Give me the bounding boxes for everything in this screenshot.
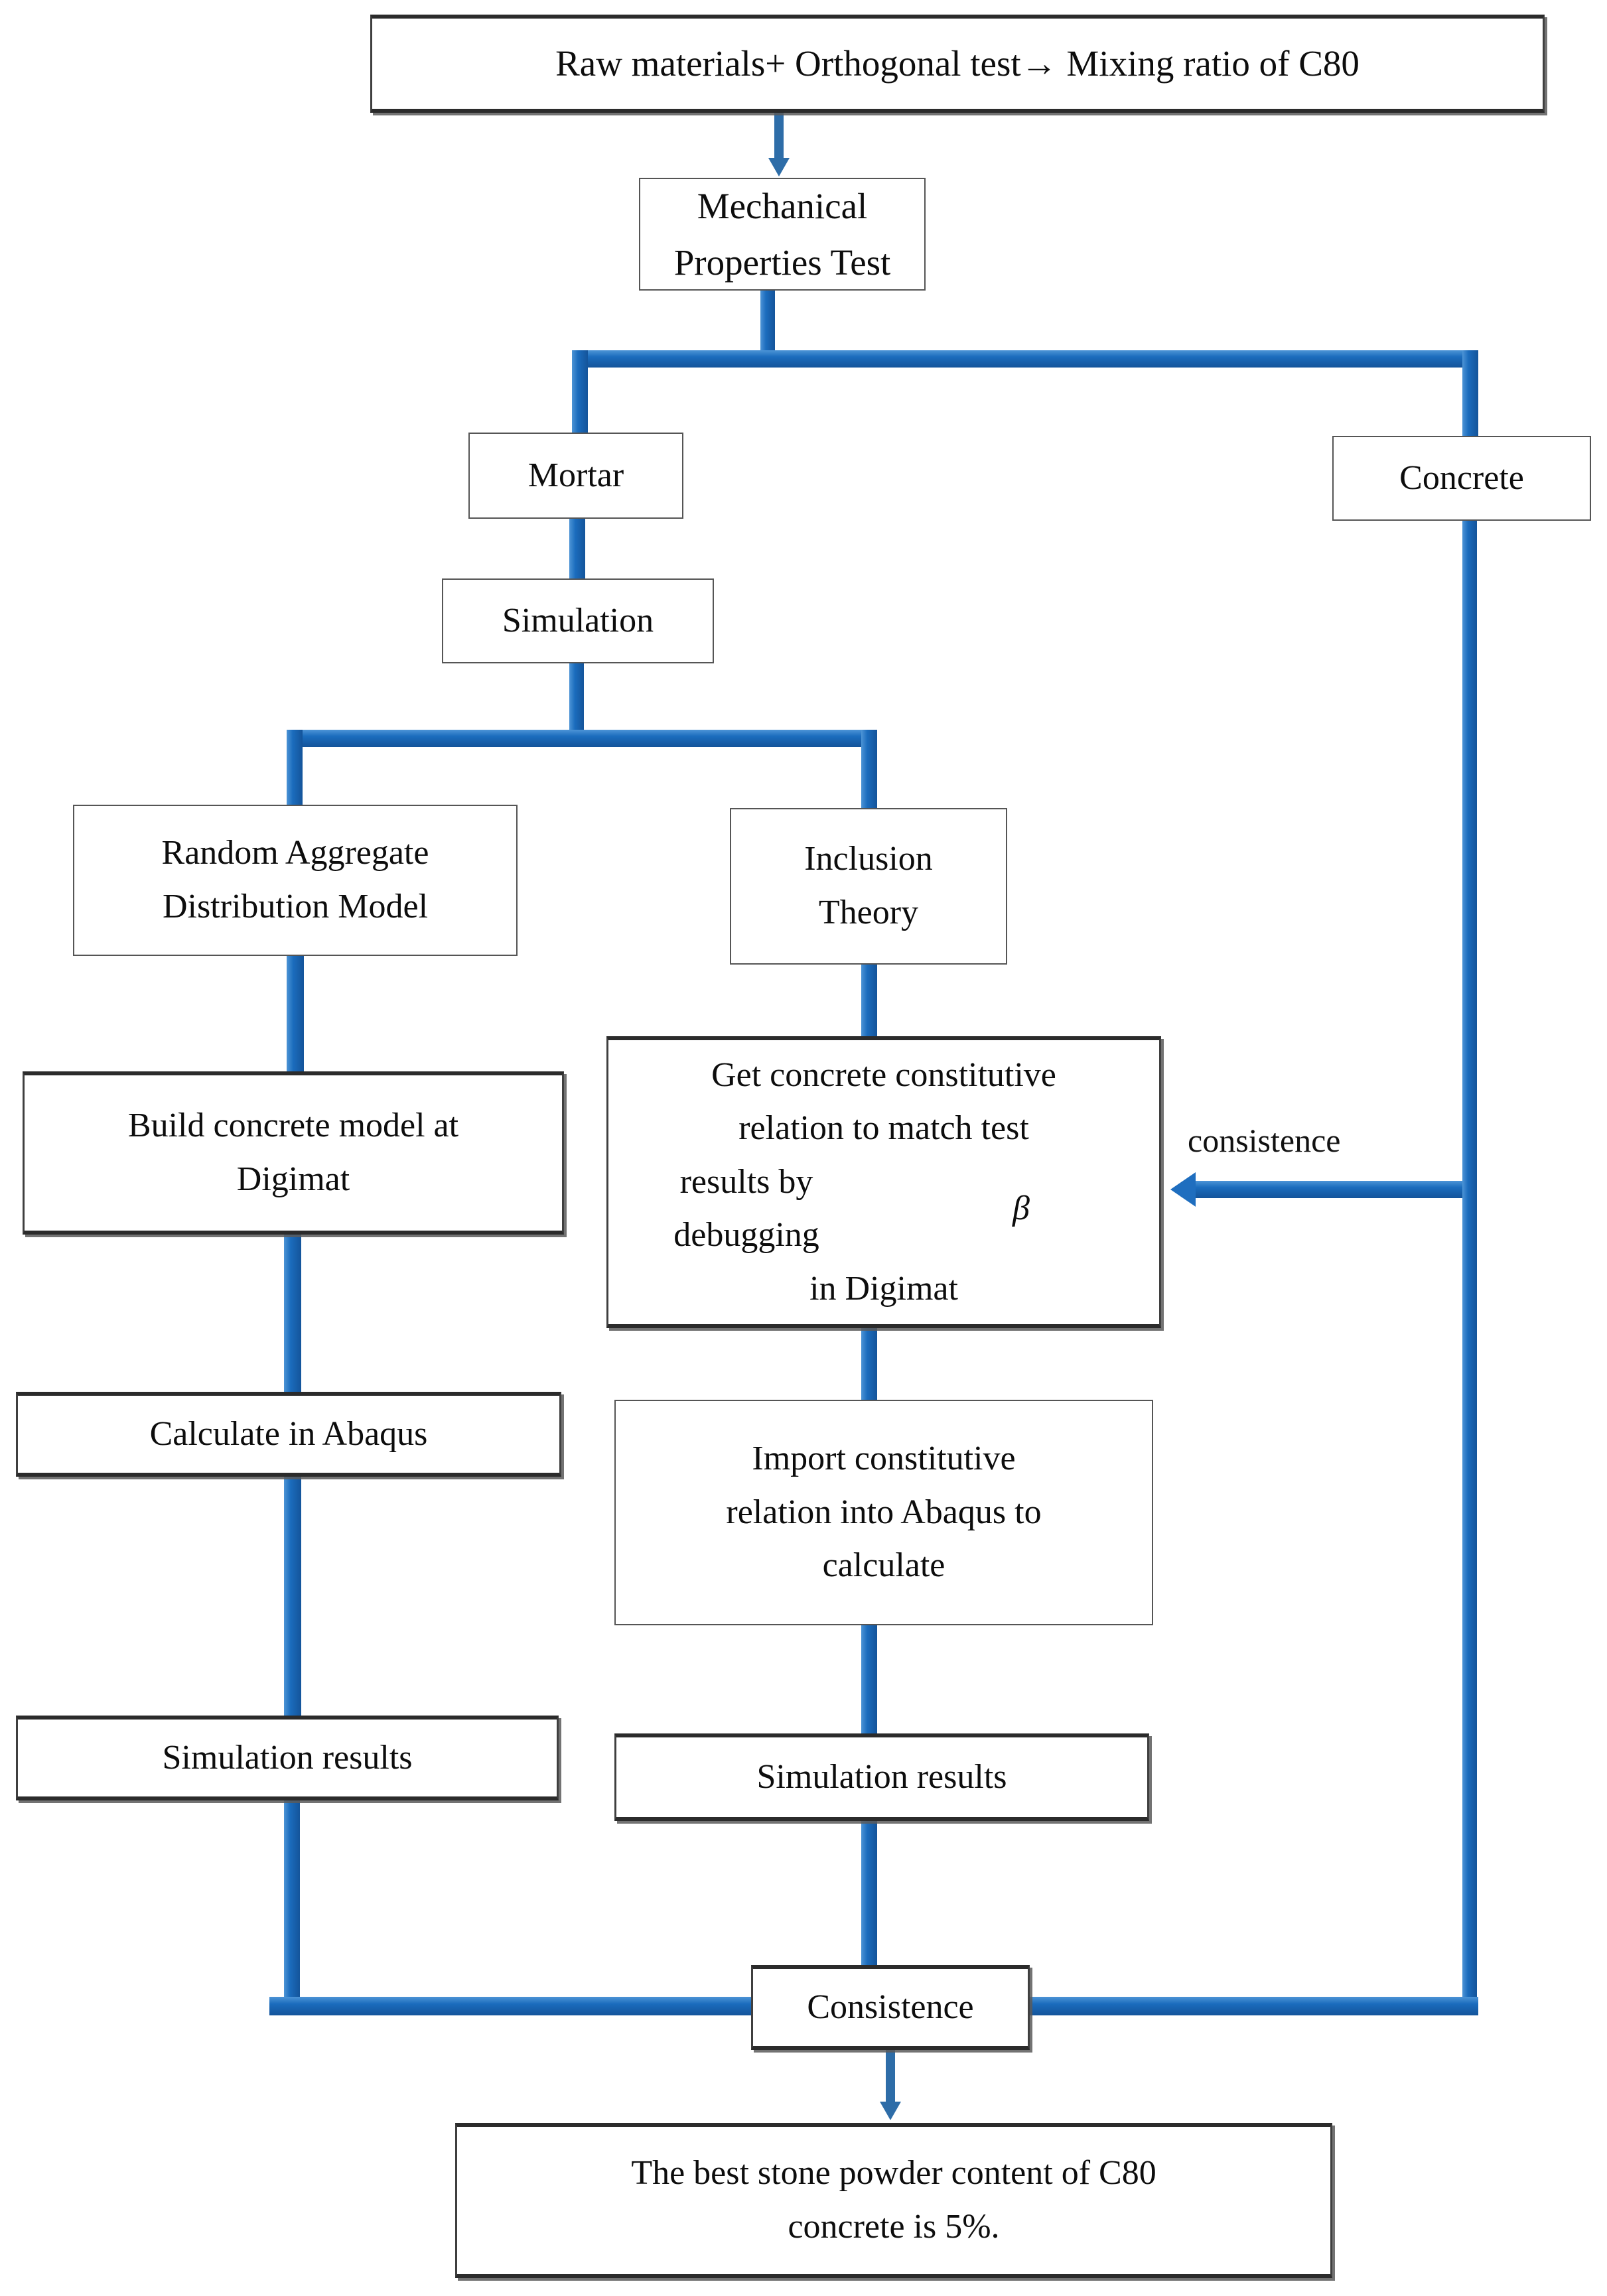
- edge-import-to-simulation-results: [861, 1623, 877, 1737]
- edge-concrete-feedback-horizontal: [1196, 1181, 1468, 1198]
- node-calculate-abaqus-label: Calculate in Abaqus: [149, 1414, 428, 1453]
- node-import-constitutive-relation[interactable]: Import constitutive relation into Abaqus…: [614, 1400, 1153, 1625]
- edge-mid-results-to-consistence: [861, 1819, 877, 1966]
- edge-left-results-to-collector: [284, 1799, 300, 2011]
- node-conclusion-line2: concrete is 5%.: [788, 2208, 1000, 2246]
- split-bar-mortar-concrete: [572, 350, 1478, 368]
- collector-bar-right-to-consistence: [1027, 1997, 1478, 2015]
- node-get-constitutive-relation[interactable]: Get concrete constitutive relation to ma…: [606, 1036, 1161, 1328]
- node-inclusion-line2: Theory: [818, 894, 919, 931]
- node-raw-materials[interactable]: Raw materials+ Orthogonal test→ Mixing r…: [370, 15, 1545, 113]
- edge-split2-to-inclusion: [861, 730, 877, 812]
- edge-mechanical-to-split1: [760, 289, 775, 353]
- edge-get-relation-to-import: [861, 1325, 877, 1404]
- arrowhead-consistence-to-conclusion: [880, 2102, 901, 2120]
- node-simulation-results-left-label: Simulation results: [162, 1738, 413, 1777]
- edge-calculate-to-simulation-results: [284, 1474, 301, 1718]
- node-get-relation-line3: results by debugging: [673, 1162, 819, 1254]
- node-raw-materials-label: Raw materials+ Orthogonal test→ Mixing r…: [555, 43, 1360, 84]
- edge-build-model-to-calculate: [284, 1233, 301, 1397]
- edge-label-consistence-feedback: consistence: [1188, 1122, 1341, 1159]
- node-calculate-abaqus[interactable]: Calculate in Abaqus: [16, 1392, 561, 1477]
- collector-bar-left-to-consistence: [269, 1997, 754, 2015]
- edge-random-aggregate-to-build-model: [287, 954, 304, 1075]
- edge-inclusion-to-get-relation: [861, 963, 877, 1040]
- edge-split1-to-mortar: [572, 350, 588, 437]
- edge-split1-to-concrete: [1462, 350, 1478, 440]
- node-mortar-label: Mortar: [527, 456, 624, 494]
- node-import-relation-line3: calculate: [822, 1546, 945, 1585]
- node-simulation-results-mid[interactable]: Simulation results: [614, 1733, 1149, 1821]
- node-get-relation-beta-symbol: β: [1013, 1189, 1030, 1227]
- split-bar-model-theory: [287, 730, 877, 747]
- node-build-model-line2: Digimat: [236, 1160, 350, 1198]
- node-import-relation-line2: relation into Abaqus to: [726, 1493, 1042, 1531]
- node-get-relation-line1: Get concrete constitutive: [711, 1055, 1056, 1094]
- node-conclusion-line1: The best stone powder content of C80: [631, 2154, 1156, 2193]
- node-simulation-label: Simulation: [502, 601, 654, 640]
- node-simulation[interactable]: Simulation: [442, 578, 714, 663]
- edge-raw-to-mechanical: [774, 113, 784, 161]
- node-consistence[interactable]: Consistence: [751, 1965, 1030, 2050]
- node-concrete[interactable]: Concrete: [1332, 436, 1591, 521]
- node-build-concrete-model[interactable]: Build concrete model at Digimat: [23, 1071, 564, 1235]
- arrowhead-consistence-feedback: [1170, 1172, 1196, 1207]
- node-import-relation-line1: Import constitutive: [752, 1440, 1016, 1478]
- node-simulation-results-mid-label: Simulation results: [756, 1757, 1007, 1796]
- node-inclusion-theory[interactable]: Inclusion Theory: [730, 808, 1007, 965]
- node-simulation-results-left[interactable]: Simulation results: [16, 1716, 559, 1800]
- node-mechanical-test[interactable]: Mechanical Properties Test: [639, 178, 926, 291]
- node-inclusion-line1: Inclusion: [804, 840, 933, 878]
- node-random-aggregate-line1: Random Aggregate: [161, 834, 429, 872]
- edge-concrete-right-rail: [1462, 521, 1477, 2010]
- node-concrete-label: Concrete: [1399, 458, 1524, 497]
- node-get-relation-line3-row: results by debugging β: [618, 1156, 1150, 1262]
- edge-simulation-to-split2: [569, 662, 584, 735]
- node-random-aggregate-model[interactable]: Random Aggregate Distribution Model: [73, 805, 518, 956]
- node-mortar[interactable]: Mortar: [468, 433, 683, 519]
- node-random-aggregate-line2: Distribution Model: [162, 888, 429, 925]
- node-consistence-label: Consistence: [807, 1988, 974, 2026]
- edge-split2-to-random-aggregate: [287, 730, 303, 809]
- node-get-relation-line2: relation to match test: [738, 1109, 1029, 1148]
- edge-mortar-to-simulation: [569, 517, 585, 581]
- arrowhead-raw-to-mechanical: [768, 158, 790, 176]
- node-mechanical-test-label: Mechanical Properties Test: [673, 185, 891, 283]
- edge-consistence-to-conclusion: [886, 2049, 895, 2106]
- node-conclusion[interactable]: The best stone powder content of C80 con…: [455, 2123, 1332, 2278]
- node-get-relation-line4: in Digimat: [809, 1269, 958, 1308]
- node-build-model-line1: Build concrete model at: [127, 1107, 459, 1145]
